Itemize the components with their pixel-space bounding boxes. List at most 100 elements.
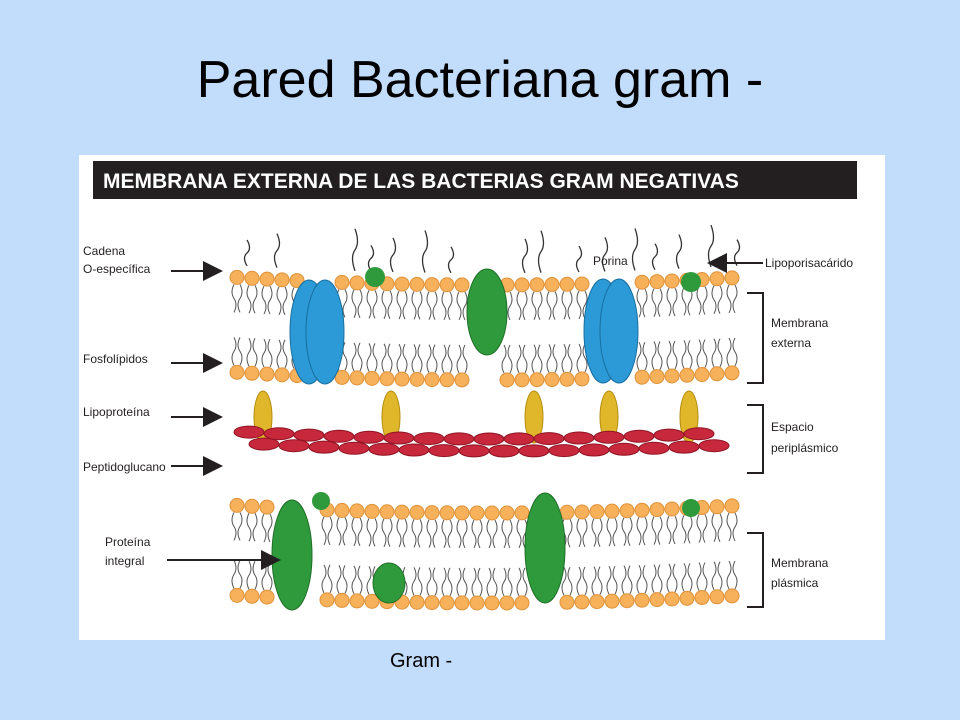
label-porina: Porina	[593, 254, 628, 268]
outer-membrane-head	[259, 271, 275, 287]
peptidoglycan-unit	[503, 432, 535, 446]
outer-membrane-tail	[642, 341, 648, 371]
plasma-membrane-tail	[561, 567, 567, 596]
outer-membrane-tail	[252, 338, 258, 367]
outer-membrane-tail	[507, 344, 513, 374]
outer-membrane-tail	[552, 344, 558, 373]
integral-protein	[524, 492, 566, 604]
plasma-membrane-tail	[402, 518, 408, 548]
outer-membrane-tail	[381, 343, 387, 372]
plasma-membrane-tail	[432, 567, 438, 596]
outer-membrane-tail	[546, 291, 552, 320]
outer-membrane-tail	[237, 284, 243, 313]
o-chain	[421, 230, 429, 273]
o-chain	[273, 233, 281, 268]
outer-membrane-tail	[717, 338, 723, 367]
outer-membrane-tail	[417, 344, 423, 373]
plasma-membrane-head	[574, 504, 590, 520]
outer-membrane-tail	[246, 338, 252, 367]
outer-membrane-head	[559, 371, 575, 387]
outer-membrane-tail	[441, 344, 447, 374]
peptidoglycan-unit	[548, 444, 580, 458]
plasma-membrane-tail	[231, 560, 237, 589]
plasma-membrane-head	[244, 498, 260, 514]
outer-membrane-head	[364, 370, 380, 386]
outer-membrane-head	[439, 277, 455, 293]
peptidoglycan-unit	[593, 430, 625, 444]
plasma-membrane-tail	[246, 561, 252, 590]
peptidoglycan-unit	[263, 427, 295, 441]
outer-membrane-tail	[441, 291, 447, 321]
o-chain	[521, 238, 529, 274]
outer-membrane-tail	[651, 341, 657, 370]
outer-membrane-tail	[522, 291, 528, 321]
outer-membrane-head	[514, 277, 530, 293]
plasma-membrane-head	[664, 501, 680, 517]
plasma-membrane-tail	[501, 519, 507, 549]
label-proteina-line1: Proteína	[105, 535, 151, 549]
peptidoglycan-unit	[413, 432, 445, 446]
plasma-membrane-head	[259, 499, 275, 515]
plasma-membrane-tail	[381, 518, 387, 547]
outer-membrane-tail	[567, 344, 573, 373]
outer-membrane-tail	[417, 291, 423, 320]
o-chain	[389, 237, 397, 273]
plasma-membrane-head	[409, 504, 425, 520]
outer-membrane-tail	[447, 344, 453, 374]
outer-membrane-head	[724, 365, 740, 381]
plasma-membrane-head	[634, 502, 650, 518]
outer-membrane-tail	[366, 290, 372, 319]
plasma-membrane-head	[349, 593, 365, 609]
plasma-membrane-tail	[417, 519, 423, 548]
outer-membrane-tail	[681, 340, 687, 369]
outer-membrane-tail	[456, 291, 462, 321]
outer-membrane-head	[454, 372, 470, 388]
o-chain	[631, 228, 639, 271]
outer-membrane-head	[394, 276, 410, 292]
o-chain	[351, 228, 359, 272]
outer-membrane-head	[709, 271, 725, 287]
outer-membrane-tail	[552, 291, 558, 320]
plasma-membrane-tail	[612, 565, 618, 595]
label-peptidoglucano: Peptidoglucano	[83, 460, 166, 474]
plasma-membrane-tail	[321, 564, 327, 594]
plasma-membrane-head	[649, 502, 665, 518]
outer-membrane-head	[349, 275, 365, 291]
outer-membrane-tail	[387, 343, 393, 372]
plasma-membrane-head	[484, 595, 500, 611]
plasma-membrane-tail	[591, 566, 597, 595]
outer-membrane-tail	[717, 285, 723, 314]
plasma-membrane-tail	[261, 513, 267, 543]
peptidoglycan-unit	[233, 425, 265, 439]
plasma-membrane-tail	[702, 514, 708, 543]
outer-membrane-head	[409, 371, 425, 387]
plasma-membrane-tail	[522, 567, 528, 597]
peripheral-protein	[682, 499, 700, 517]
plasma-membrane-head	[394, 504, 410, 520]
peptidoglycan-unit	[638, 441, 670, 455]
plasma-membrane-head	[319, 592, 335, 608]
outer-membrane-tail	[261, 285, 267, 315]
outer-membrane-tail	[567, 291, 573, 320]
plasma-membrane-tail	[567, 567, 573, 596]
outer-membrane-tail	[702, 339, 708, 368]
plasma-membrane-head	[259, 589, 275, 605]
plasma-membrane-tail	[711, 561, 717, 590]
outer-membrane-head	[664, 368, 680, 384]
label-espacio-line1: Espacio	[771, 420, 814, 434]
plasma-membrane-tail	[672, 563, 678, 593]
plasma-membrane-head	[619, 503, 635, 519]
plasma-membrane-head	[559, 594, 575, 610]
plasma-membrane-tail	[726, 560, 732, 590]
plasma-membrane-head	[469, 505, 485, 521]
peptidoglycan-unit	[278, 439, 310, 453]
o-chain	[675, 234, 683, 269]
plasma-membrane-tail	[462, 567, 468, 597]
plasma-membrane-tail	[717, 561, 723, 590]
outer-membrane-tail	[561, 344, 567, 373]
peptidoglycan-unit	[308, 440, 340, 454]
plasma-membrane-tail	[426, 567, 432, 596]
plasma-membrane-head	[649, 592, 665, 608]
plasma-membrane-tail	[567, 519, 573, 548]
plasma-membrane-tail	[261, 561, 267, 591]
